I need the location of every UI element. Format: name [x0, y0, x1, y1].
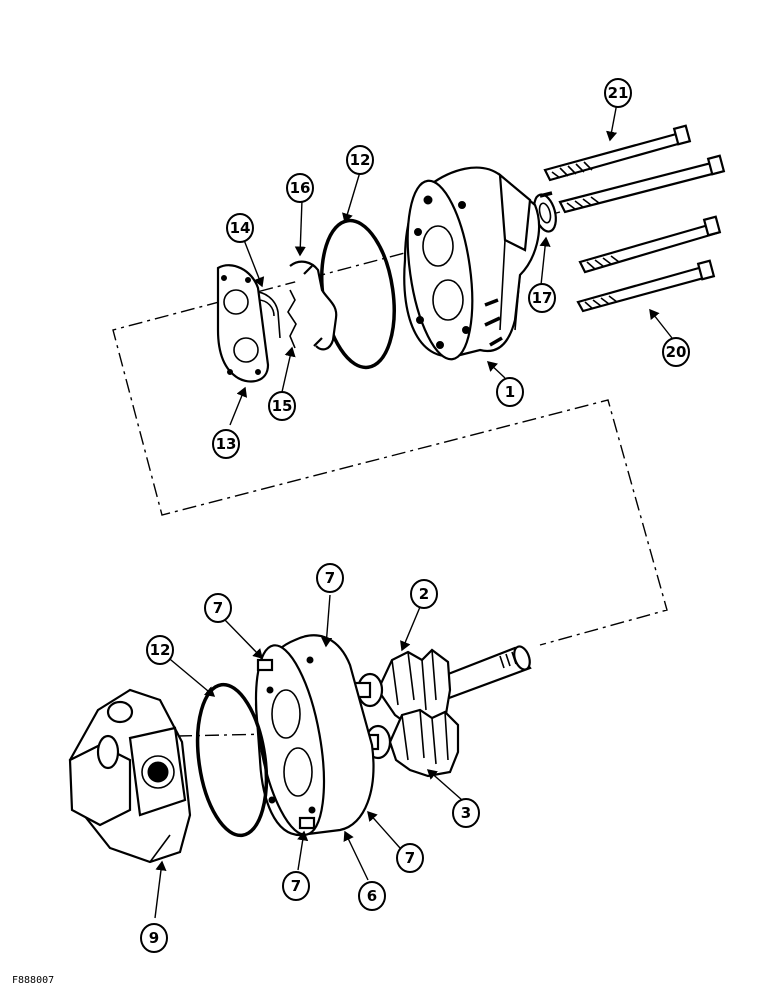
- callout-9: 9: [140, 923, 168, 953]
- callout-7: 7: [282, 871, 310, 901]
- callout-label: 14: [230, 219, 251, 237]
- callout-label: 7: [291, 877, 301, 895]
- callout-7: 7: [204, 593, 232, 623]
- callout-label: 16: [290, 179, 311, 197]
- figure-id: F888007: [12, 975, 54, 986]
- callout-3: 3: [452, 798, 480, 828]
- callout-circle: [268, 391, 296, 421]
- callout-circle: [346, 145, 374, 175]
- housing-end-cover: [403, 166, 540, 361]
- callout-7: 7: [396, 843, 424, 873]
- callout-circle: [410, 579, 438, 609]
- callout-label: 1: [505, 383, 515, 401]
- callout-13: 13: [212, 429, 240, 459]
- callout-15: 15: [268, 391, 296, 421]
- callout-12: 12: [346, 145, 374, 175]
- drive-gear-shaft: [348, 645, 532, 732]
- callout-label: 2: [419, 585, 429, 603]
- callout-label: 12: [150, 641, 171, 659]
- callout-12: 12: [146, 635, 174, 665]
- callout-circle: [140, 923, 168, 953]
- callout-circle: [496, 377, 524, 407]
- alignment-line-upper: [112, 211, 668, 646]
- callout-circle: [528, 283, 556, 313]
- callout-circle: [452, 798, 480, 828]
- callout-1: 1: [496, 377, 524, 407]
- callout-16: 16: [286, 173, 314, 203]
- callout-circle: [226, 213, 254, 243]
- callout-label: 12: [350, 151, 371, 169]
- callout-label: 13: [216, 435, 237, 453]
- o-ring-seal-lower: [195, 682, 269, 838]
- callout-label: 17: [532, 289, 553, 307]
- callout-label: 21: [608, 84, 629, 102]
- callout-circle: [204, 593, 232, 623]
- callout-6: 6: [358, 881, 386, 911]
- spring-retainer-clip: [289, 260, 338, 351]
- callout-14: 14: [226, 213, 254, 243]
- callout-label: 6: [367, 887, 377, 905]
- short-bolt: [576, 215, 722, 313]
- callout-circle: [316, 563, 344, 593]
- wire-spring: [287, 289, 297, 349]
- callout-label: 7: [405, 849, 415, 867]
- callout-label: 3: [461, 804, 471, 822]
- callout-label: 7: [213, 599, 223, 617]
- callout-label: 9: [149, 929, 159, 947]
- callout-circle: [282, 871, 310, 901]
- callout-circle: [662, 337, 690, 367]
- callout-circle: [286, 173, 314, 203]
- callout-label: 20: [666, 343, 687, 361]
- callout-2: 2: [410, 579, 438, 609]
- wear-plate-gasket: [216, 264, 270, 383]
- callout-17: 17: [528, 283, 556, 313]
- alignment-line-lower: [177, 733, 273, 737]
- callout-circle: [358, 881, 386, 911]
- callout-label: 7: [325, 569, 335, 587]
- callout-label: 15: [272, 397, 293, 415]
- callout-circle: [604, 78, 632, 108]
- long-bolt: [543, 124, 726, 214]
- callout-7: 7: [316, 563, 344, 593]
- port-end-cover: [68, 688, 192, 864]
- callout-circle: [212, 429, 240, 459]
- callout-21: 21: [604, 78, 632, 108]
- callout-20: 20: [662, 337, 690, 367]
- callout-circle: [396, 843, 424, 873]
- callout-circle: [146, 635, 174, 665]
